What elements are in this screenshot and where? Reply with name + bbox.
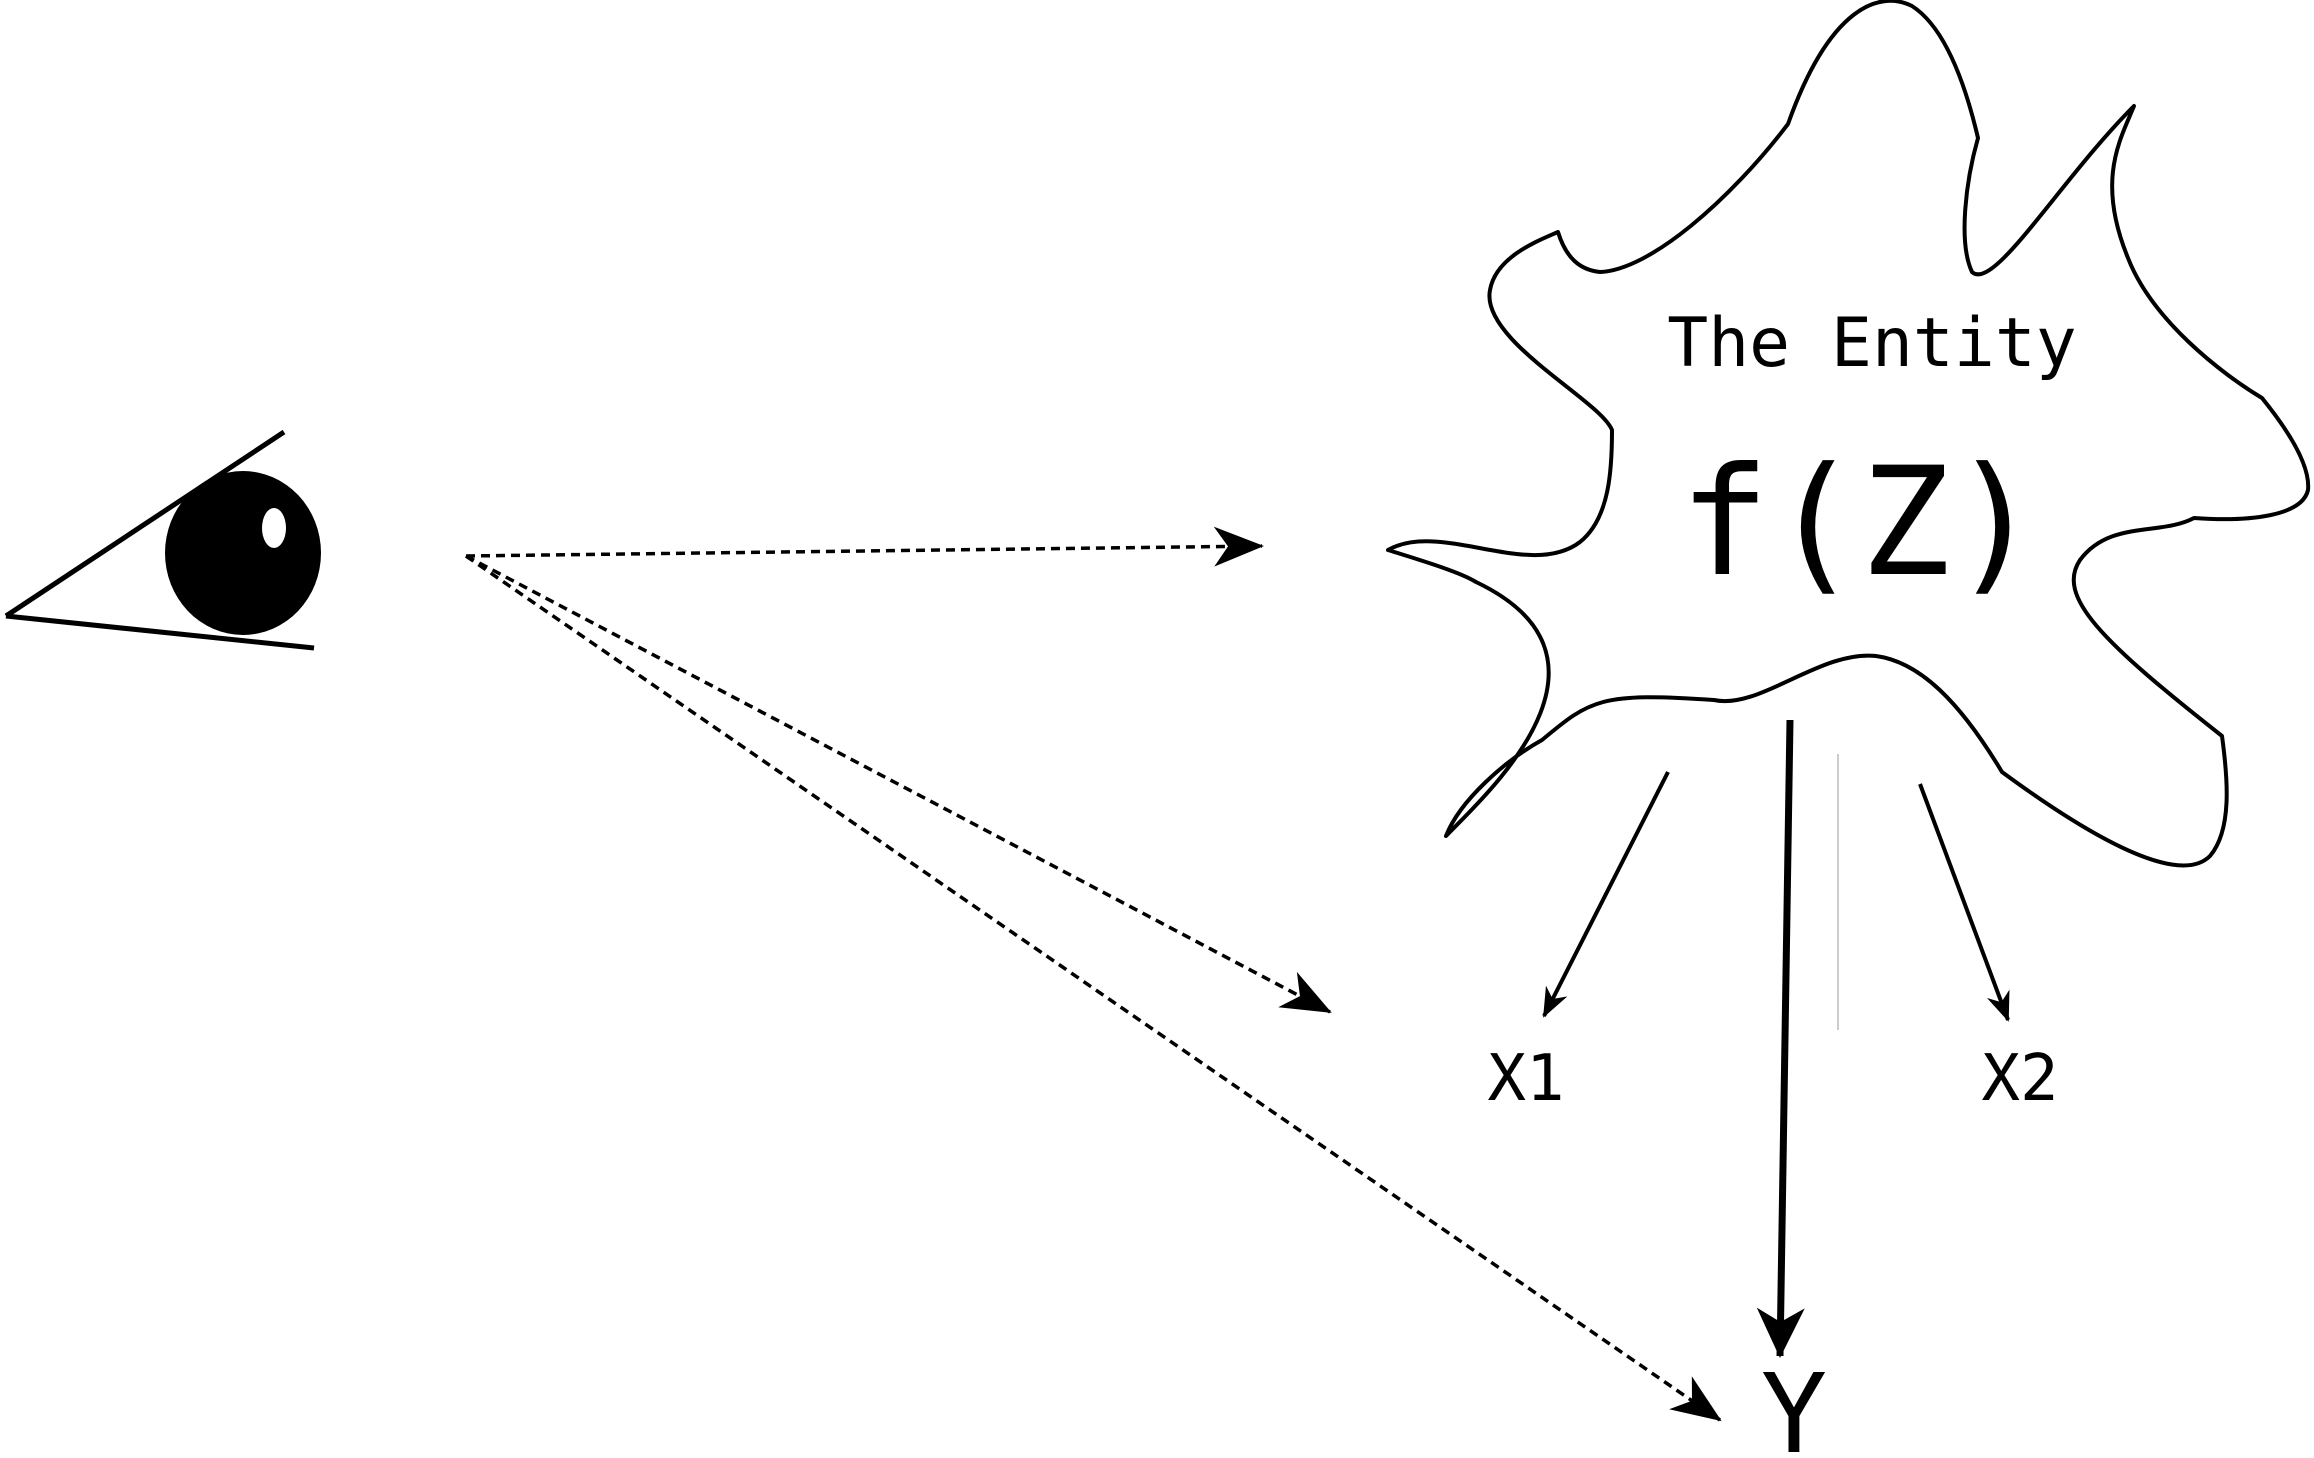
entity-cloud-shape <box>1386 0 2311 868</box>
observation-arrow-to-y <box>465 554 1722 1422</box>
arrow-to-x2 <box>1918 783 2010 1022</box>
eye-upper-lid <box>4 429 286 619</box>
eye-lower-lid <box>5 613 315 651</box>
observation-arrows <box>465 526 1722 1422</box>
label-y: Y <box>1761 1350 1827 1458</box>
arrow-to-y <box>1756 719 1805 1358</box>
entity-title: The Entity <box>1667 304 2076 383</box>
arrow-to-x1 <box>1542 771 1670 1018</box>
eye-highlight <box>262 508 286 548</box>
label-x2: X2 <box>1981 1042 2058 1116</box>
eye-pupil <box>165 471 321 635</box>
observation-arrow-to-x1 <box>465 554 1332 1014</box>
label-x1: X1 <box>1487 1042 1564 1116</box>
eye-icon <box>4 429 321 651</box>
entity-function: f(Z) <box>1679 436 2040 610</box>
observation-arrow-to-entity <box>465 526 1264 567</box>
